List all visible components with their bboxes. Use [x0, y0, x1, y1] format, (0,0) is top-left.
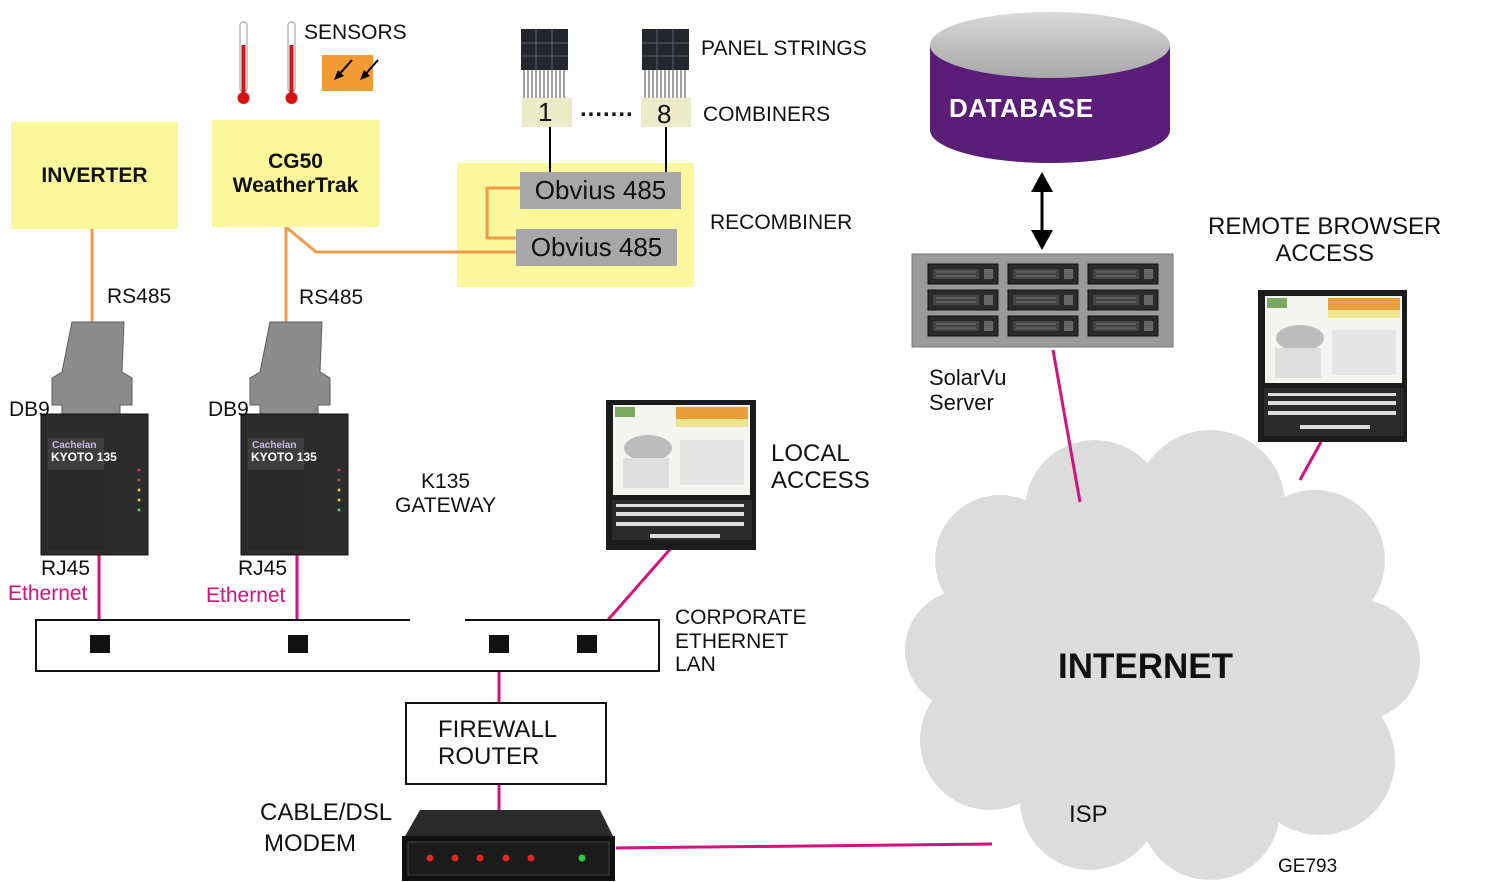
server-label-line: Server [929, 389, 994, 415]
ethernet-label: Ethernet [8, 582, 88, 605]
local-access-label: LOCAL ACCESS [771, 440, 870, 495]
remote-browser-access-label: REMOTE BROWSER ACCESS [1208, 213, 1442, 268]
rs485-label: RS485 [299, 286, 364, 309]
internet-cloud-icon [905, 430, 1420, 880]
lan-label-line: LAN [675, 653, 716, 677]
db9-connector-icon [249, 321, 331, 419]
rs485-wiring [90, 186, 520, 322]
remote-browser-label-line: REMOTE BROWSER [1208, 213, 1442, 240]
combiner-1-box [522, 98, 572, 127]
obvius-label: Obvius 485 [534, 175, 667, 205]
lan-port [288, 635, 308, 653]
obvius-label: Obvius 485 [530, 232, 663, 262]
rj45-label: RJ45 [238, 557, 288, 580]
corporate-label-line: CORPORATE [675, 606, 807, 629]
ethernet-label-line: ETHERNET [675, 629, 789, 653]
access-label-line: ACCESS [1275, 239, 1375, 267]
cable-dsl-modem-label: CABLE/DSL MODEM [260, 799, 393, 858]
lan-port [577, 635, 597, 653]
combiner-8-number: 8 [657, 99, 672, 129]
inverter-box: INVERTER [11, 122, 178, 229]
obvius-485-meter: Obvius 485 [520, 172, 681, 209]
isp-label: ISP [1069, 801, 1108, 828]
db9-connector-icon [51, 321, 133, 419]
database-label: DATABASE [949, 93, 1094, 123]
inverter-label: INVERTER [41, 163, 148, 187]
k135-gateway-label: K135 GATEWAY [395, 470, 496, 517]
k135-label-line: K135 [421, 470, 471, 493]
recombiner-label: RECOMBINER [710, 211, 853, 234]
solar-panel-icon [521, 29, 568, 100]
combiner-dots: ....... [580, 95, 634, 122]
kyoto-brand-label: Cachelan [252, 440, 297, 451]
kyoto-gateway-icon [40, 413, 149, 556]
kyoto-gateway-icon [240, 413, 349, 556]
solarvu-label-line: SolarVu [929, 365, 1007, 390]
kyoto-model-label: KYOTO 135 [251, 450, 317, 464]
weathertrak-label: WeatherTrak [232, 173, 359, 197]
gateway-label-line: GATEWAY [395, 493, 497, 517]
access-label-line: ACCESS [771, 466, 870, 494]
db9-label: DB9 [208, 398, 249, 421]
cg50-weathertrak-box: CG50 WeatherTrak [212, 120, 379, 227]
lan-gap [410, 619, 465, 622]
kyoto-brand-label: Cachelan [52, 440, 97, 451]
rs485-label: RS485 [107, 285, 172, 308]
corporate-lan-switch [35, 619, 660, 672]
kyoto-model-label: KYOTO 135 [51, 450, 117, 464]
firewall-router-box [405, 702, 607, 785]
laptop-icon [606, 400, 756, 550]
combiner-8-box [641, 98, 691, 127]
firewall-router-label: FIREWALL ROUTER [438, 716, 558, 771]
solar-panel-icon [642, 29, 689, 100]
modem-label-line: MODEM [264, 829, 356, 857]
sensors-label: SENSORS [304, 21, 407, 44]
ethernet-label: Ethernet [206, 584, 286, 607]
rj45-label: RJ45 [41, 557, 91, 580]
thermometer-icon [237, 21, 250, 104]
combiners-label: COMBINERS [703, 103, 831, 126]
solarvu-server-label: SolarVu Server [929, 365, 1007, 415]
corporate-lan-label: CORPORATE ETHERNET LAN [675, 606, 806, 677]
combiner-1-number: 1 [538, 97, 553, 127]
panel-strings-label: PANEL STRINGS [701, 37, 867, 60]
lan-port [90, 635, 110, 653]
lan-port [489, 635, 509, 653]
database-icon [930, 12, 1170, 163]
db9-label: DB9 [9, 398, 50, 421]
firewall-label-line: FIREWALL [438, 716, 558, 743]
obvius-485-meter: Obvius 485 [516, 229, 677, 266]
figure-code-label: GE793 [1278, 856, 1338, 877]
cable-dsl-label-line: CABLE/DSL [260, 799, 393, 826]
server-icon [911, 253, 1174, 348]
modem-icon [402, 810, 615, 881]
bidirectional-arrow [1031, 172, 1053, 250]
sensor-box-icon [322, 55, 379, 91]
internet-label: INTERNET [1058, 647, 1233, 686]
thermometer-icon [285, 21, 298, 104]
cg50-label: CG50 [268, 149, 323, 173]
laptop-icon [1258, 290, 1407, 442]
router-label-line: ROUTER [438, 742, 540, 770]
local-label-line: LOCAL [771, 440, 850, 467]
